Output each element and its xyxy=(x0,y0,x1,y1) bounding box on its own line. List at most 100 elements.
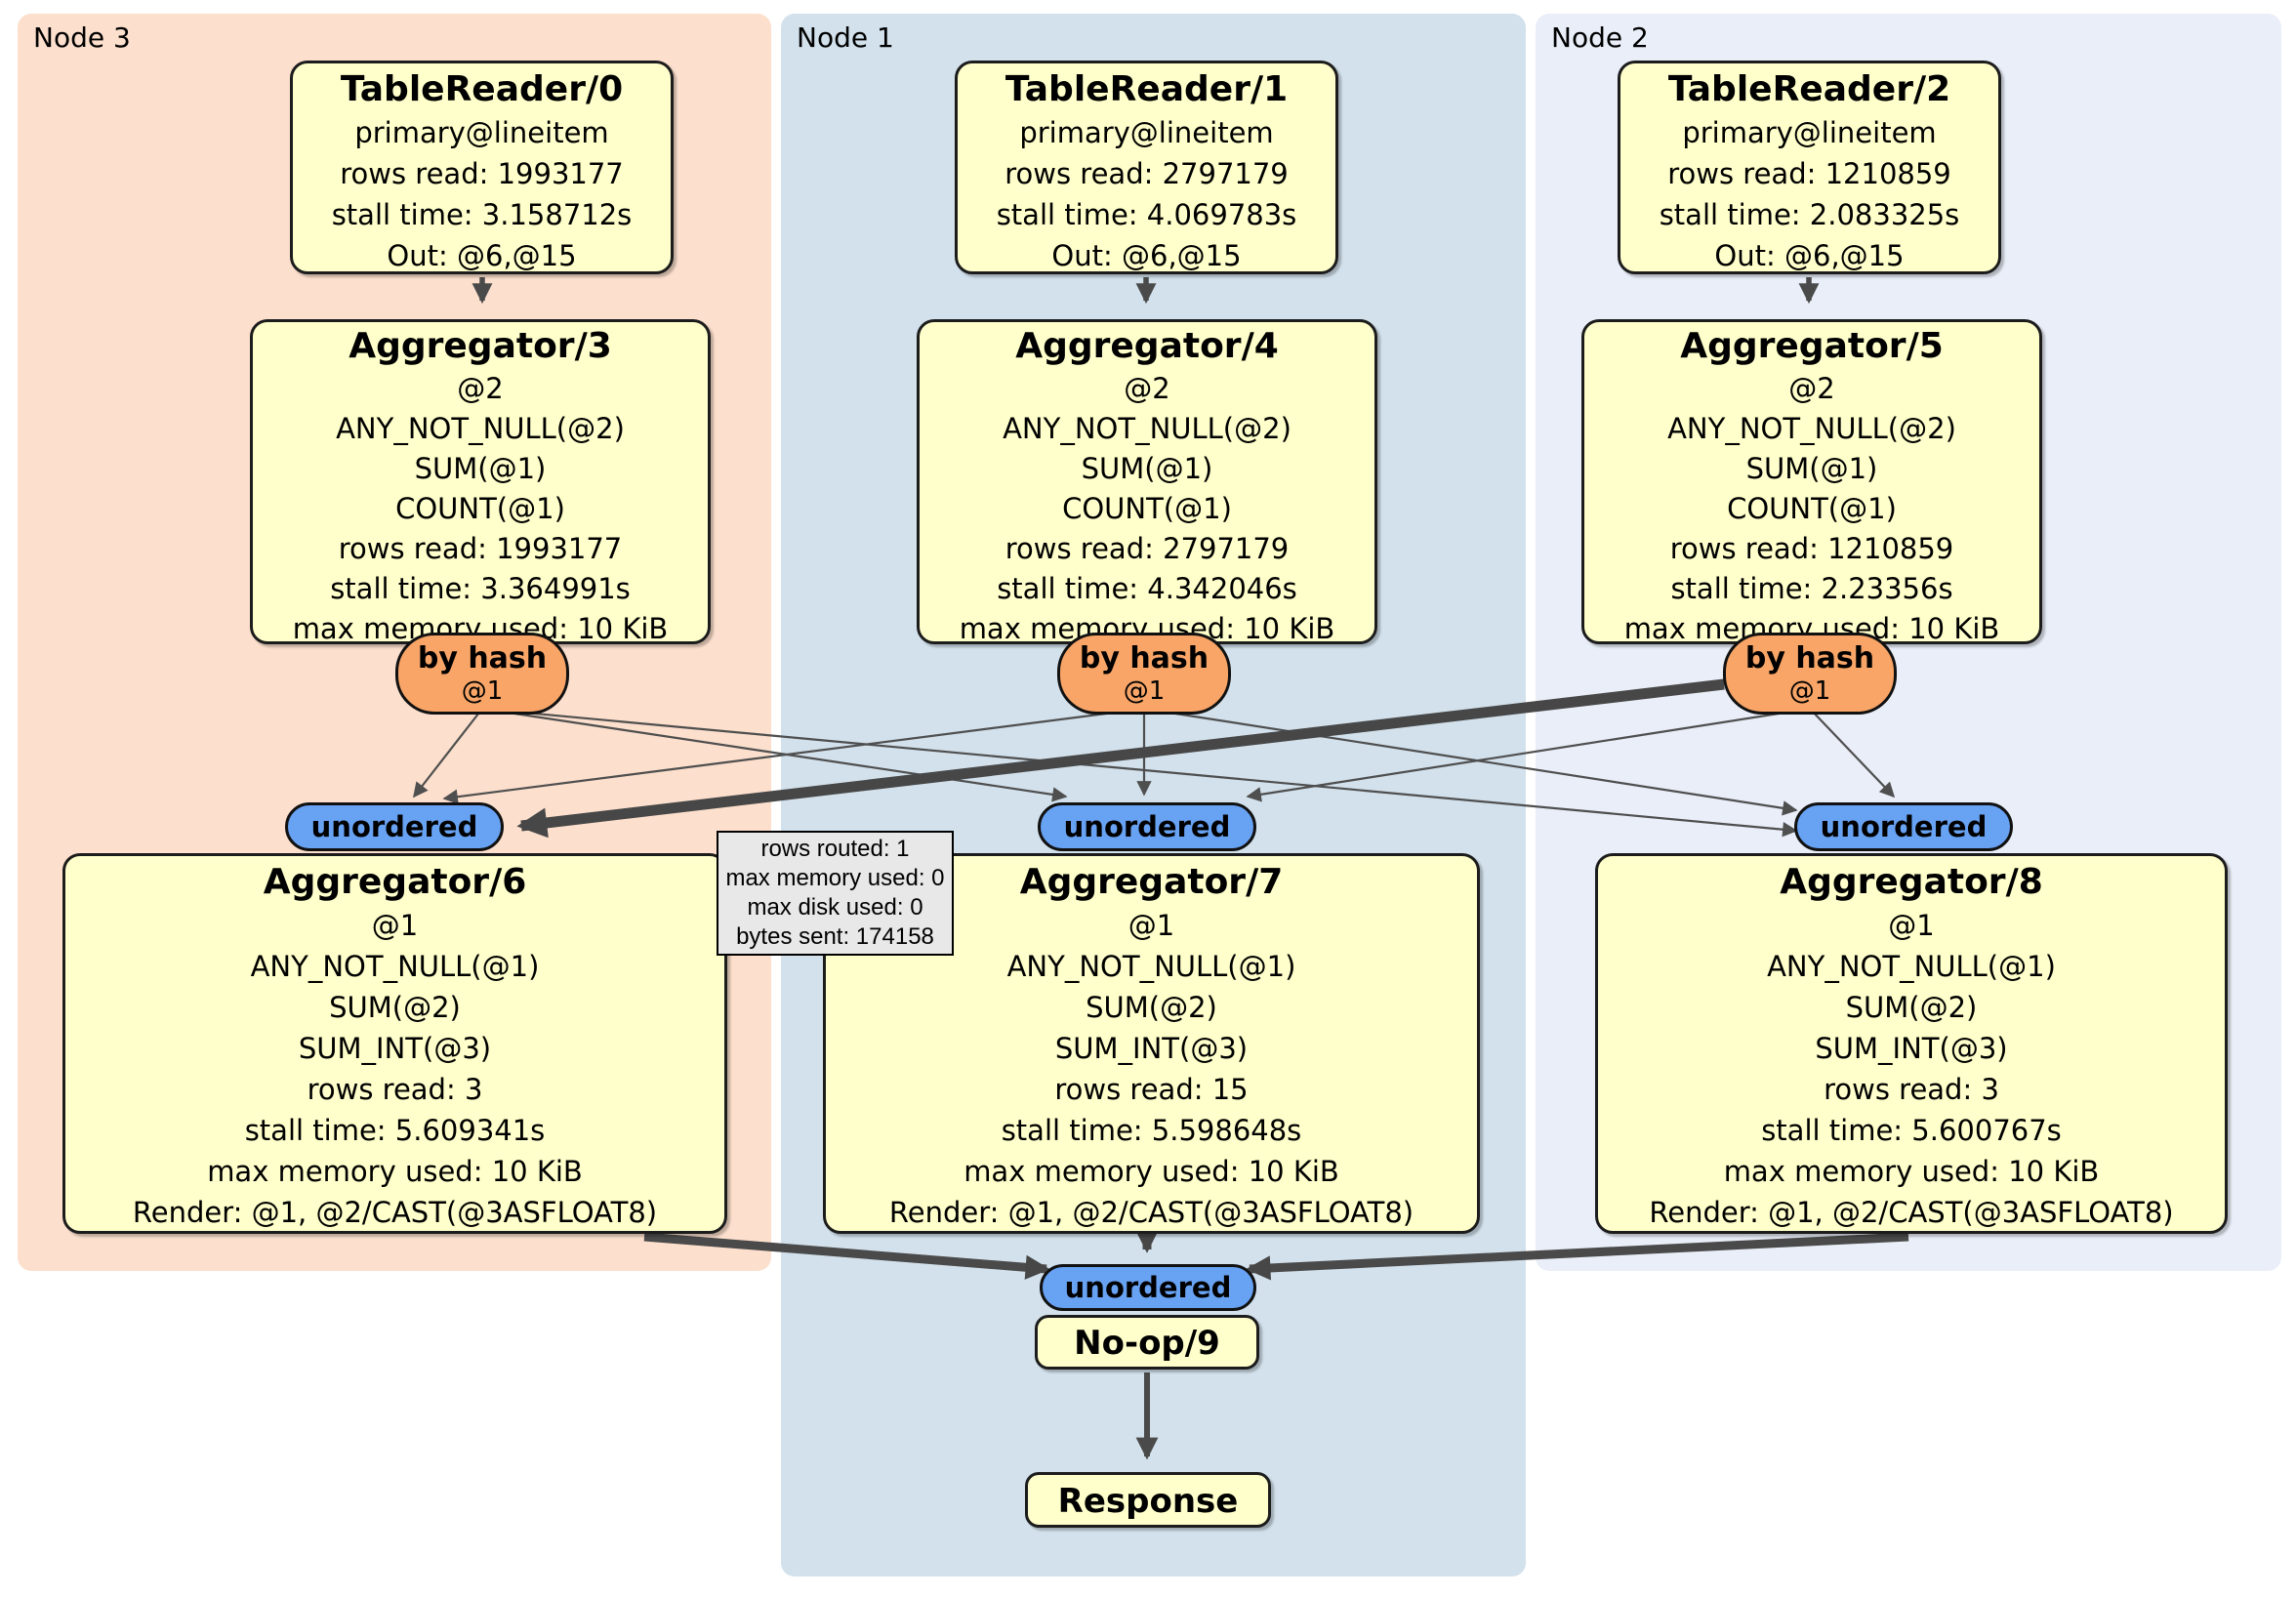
processor-title: Aggregator/5 xyxy=(1680,326,1944,366)
processor-title: Aggregator/4 xyxy=(1015,326,1279,366)
unordered-stream-node1: unordered xyxy=(1038,802,1256,851)
node1-label: Node 1 xyxy=(797,21,894,54)
by-hash-router-node1: by hash @1 xyxy=(1057,633,1231,715)
out-line: Out: @6,@15 xyxy=(1714,239,1905,272)
stall-time-line: stall time: 5.600767s xyxy=(1761,1114,2062,1147)
aggregator-6-box: Aggregator/6 @1 ANY_NOT_NULL(@1) SUM(@2)… xyxy=(62,853,727,1234)
tooltip-bytes-sent: bytes sent: 174158 xyxy=(736,923,934,950)
tablereader-0-box: TableReader/0 primary@lineitem rows read… xyxy=(290,61,674,274)
processor-title: Response xyxy=(1057,1482,1239,1521)
max-memory-line: max memory used: 10 KiB xyxy=(964,1155,1339,1188)
node3-label: Node 3 xyxy=(33,21,131,54)
edge-aggregator8-noop[interactable] xyxy=(1246,1232,1909,1281)
group-cols-line: @1 xyxy=(1128,909,1175,942)
aggregator-3-box: Aggregator/3 @2 ANY_NOT_NULL(@2) SUM(@1)… xyxy=(250,319,711,645)
edge-byhash3-to-unordered-left[interactable] xyxy=(413,708,483,798)
processor-title: Aggregator/3 xyxy=(348,326,612,366)
processor-title: No-op/9 xyxy=(1074,1324,1220,1363)
edge-tooltip: rows routed: 1 max memory used: 0 max di… xyxy=(717,831,954,956)
index-line: primary@lineitem xyxy=(1019,116,1274,149)
agg-fn-line: SUM_INT(@3) xyxy=(1054,1032,1249,1065)
stall-time-line: stall time: 3.364991s xyxy=(330,572,631,605)
agg-fn-line: ANY_NOT_NULL(@1) xyxy=(1006,950,1296,983)
router-key: @1 xyxy=(1123,676,1166,706)
unordered-stream-node2: unordered xyxy=(1794,802,2013,851)
rows-read-line: rows read: 1210859 xyxy=(1669,532,1954,565)
group-cols-line: @2 xyxy=(1788,372,1835,405)
processor-title: TableReader/2 xyxy=(1667,69,1951,109)
tooltip-max-memory: max memory used: 0 xyxy=(725,865,945,891)
agg-fn-line: SUM(@2) xyxy=(1086,991,1217,1024)
processor-title: TableReader/1 xyxy=(1004,69,1289,109)
rows-read-line: rows read: 1210859 xyxy=(1667,157,1951,190)
tablereader-2-box: TableReader/2 primary@lineitem rows read… xyxy=(1618,61,2001,274)
processor-title: Aggregator/6 xyxy=(263,862,527,902)
edge-byhash5-to-unordered-right[interactable] xyxy=(1809,708,1896,798)
group-cols-line: @2 xyxy=(1124,372,1170,405)
noop-box: No-op/9 xyxy=(1035,1315,1259,1370)
rows-read-line: rows read: 2797179 xyxy=(1004,157,1289,190)
max-memory-line: max memory used: 10 KiB xyxy=(1723,1155,2100,1188)
router-label: by hash xyxy=(1079,641,1210,676)
router-label: by hash xyxy=(417,641,548,676)
stall-time-line: stall time: 2.23356s xyxy=(1670,572,1953,605)
rows-read-line: rows read: 3 xyxy=(307,1073,483,1106)
agg-fn-line: SUM(@1) xyxy=(1081,452,1213,485)
agg-fn-line: SUM(@1) xyxy=(1745,452,1878,485)
aggregator-4-box: Aggregator/4 @2 ANY_NOT_NULL(@2) SUM(@1)… xyxy=(917,319,1377,645)
router-key: @1 xyxy=(461,676,504,706)
rows-read-line: rows read: 1993177 xyxy=(340,157,624,190)
agg-fn-line: ANY_NOT_NULL(@2) xyxy=(336,412,625,445)
stall-time-line: stall time: 5.609341s xyxy=(244,1114,546,1147)
edge-byhash3-to-unordered-mid[interactable] xyxy=(481,707,1068,802)
group-cols-line: @2 xyxy=(457,372,504,405)
rows-read-line: rows read: 3 xyxy=(1824,1073,1999,1106)
stall-time-line: stall time: 5.598648s xyxy=(1001,1114,1302,1147)
unordered-stream-sink: unordered xyxy=(1040,1264,1256,1311)
agg-fn-line: ANY_NOT_NULL(@1) xyxy=(1767,950,2056,983)
group-cols-line: @1 xyxy=(371,909,419,942)
agg-fn-line: ANY_NOT_NULL(@1) xyxy=(250,950,540,983)
render-line: Render: @1, @2/CAST(@3ASFLOAT8) xyxy=(888,1196,1414,1229)
processor-title: Aggregator/7 xyxy=(1019,862,1284,902)
rows-read-line: rows read: 2797179 xyxy=(1004,532,1290,565)
by-hash-router-node2: by hash @1 xyxy=(1723,633,1897,715)
response-box: Response xyxy=(1025,1472,1271,1528)
stall-time-line: stall time: 2.083325s xyxy=(1659,198,1960,231)
tooltip-rows-routed: rows routed: 1 xyxy=(760,836,910,862)
edge-byhash5-to-unordered-left-highlighted[interactable] xyxy=(516,678,1725,839)
processor-title: Aggregator/8 xyxy=(1780,862,2043,902)
agg-fn-line: COUNT(@1) xyxy=(395,492,565,525)
group-cols-line: @1 xyxy=(1888,909,1935,942)
tooltip-max-disk: max disk used: 0 xyxy=(747,894,923,921)
agg-fn-line: SUM_INT(@3) xyxy=(298,1032,492,1065)
unordered-stream-node3: unordered xyxy=(285,802,504,851)
index-line: primary@lineitem xyxy=(1682,116,1937,149)
tablereader-1-box: TableReader/1 primary@lineitem rows read… xyxy=(955,61,1338,274)
max-memory-line: max memory used: 10 KiB xyxy=(207,1155,583,1188)
router-label: by hash xyxy=(1744,641,1875,676)
edge-byhash3-to-unordered-right[interactable] xyxy=(481,707,1798,838)
agg-fn-line: COUNT(@1) xyxy=(1062,492,1232,525)
aggregator-5-box: Aggregator/5 @2 ANY_NOT_NULL(@2) SUM(@1)… xyxy=(1581,319,2042,645)
out-line: Out: @6,@15 xyxy=(1051,239,1242,272)
rows-read-line: rows read: 1993177 xyxy=(338,532,623,565)
edge-byhash4-to-unordered-left[interactable] xyxy=(442,707,1145,804)
agg-fn-line: SUM_INT(@3) xyxy=(1815,1032,2008,1065)
edge-byhash4-to-unordered-right[interactable] xyxy=(1143,707,1798,816)
processor-title: TableReader/0 xyxy=(340,69,624,109)
edge-aggregator6-noop[interactable] xyxy=(643,1232,1050,1280)
agg-fn-line: COUNT(@1) xyxy=(1727,492,1897,525)
out-line: Out: @6,@15 xyxy=(387,239,577,272)
agg-fn-line: ANY_NOT_NULL(@2) xyxy=(1003,412,1292,445)
agg-fn-line: SUM(@1) xyxy=(414,452,547,485)
agg-fn-line: ANY_NOT_NULL(@2) xyxy=(1667,412,1956,445)
render-line: Render: @1, @2/CAST(@3ASFLOAT8) xyxy=(132,1196,658,1229)
agg-fn-line: SUM(@2) xyxy=(329,991,461,1024)
edge-byhash5-to-unordered-mid[interactable] xyxy=(1246,707,1811,802)
rows-read-line: rows read: 15 xyxy=(1054,1073,1249,1106)
render-line: Render: @1, @2/CAST(@3ASFLOAT8) xyxy=(1649,1196,2174,1229)
stall-time-line: stall time: 4.342046s xyxy=(997,572,1297,605)
